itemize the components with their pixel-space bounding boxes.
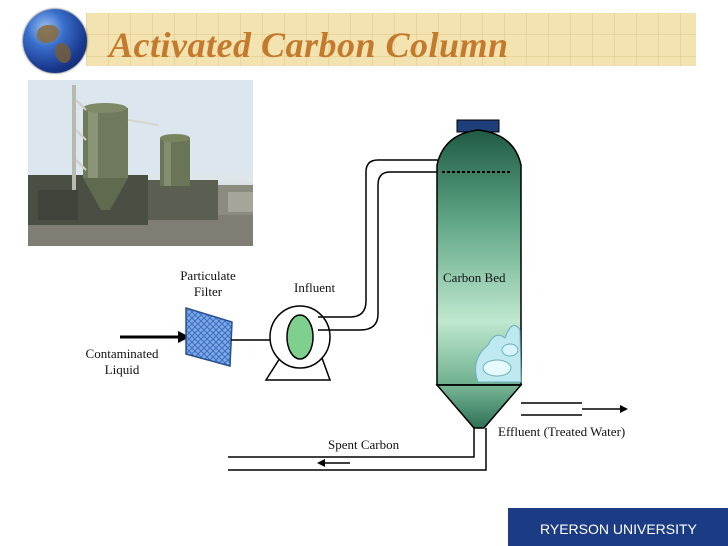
installation-photo xyxy=(28,80,253,246)
effluent-pipe xyxy=(521,402,582,416)
spent-carbon-pipe xyxy=(228,428,487,471)
label-effluent: Effluent (Treated Water) xyxy=(498,424,626,439)
inlet-arrow xyxy=(120,331,190,343)
influent-pipe xyxy=(318,159,440,331)
label-contaminated-liquid: Contaminated Liquid xyxy=(85,346,159,377)
label-influent: Influent xyxy=(294,280,336,295)
university-logo-text: RYERSON UNIVERSITY xyxy=(540,521,697,537)
label-spent-carbon: Spent Carbon xyxy=(328,437,400,452)
page-title: Activated Carbon Column xyxy=(109,25,509,65)
globe-land xyxy=(37,25,59,43)
carbon-column xyxy=(435,119,523,429)
label-carbon-bed: Carbon Bed xyxy=(443,270,506,285)
effluent-arrow xyxy=(582,405,628,413)
installation-photo-drawing xyxy=(28,80,253,246)
header-band xyxy=(86,13,696,66)
footer-bar xyxy=(508,508,728,546)
particulate-filter-shape xyxy=(185,306,233,367)
globe-land xyxy=(55,43,71,63)
spent-carbon-arrow xyxy=(317,459,350,467)
pump-shape xyxy=(264,305,332,381)
label-particulate-filter: Particulate Filter xyxy=(180,268,236,299)
globe-icon xyxy=(23,9,87,73)
